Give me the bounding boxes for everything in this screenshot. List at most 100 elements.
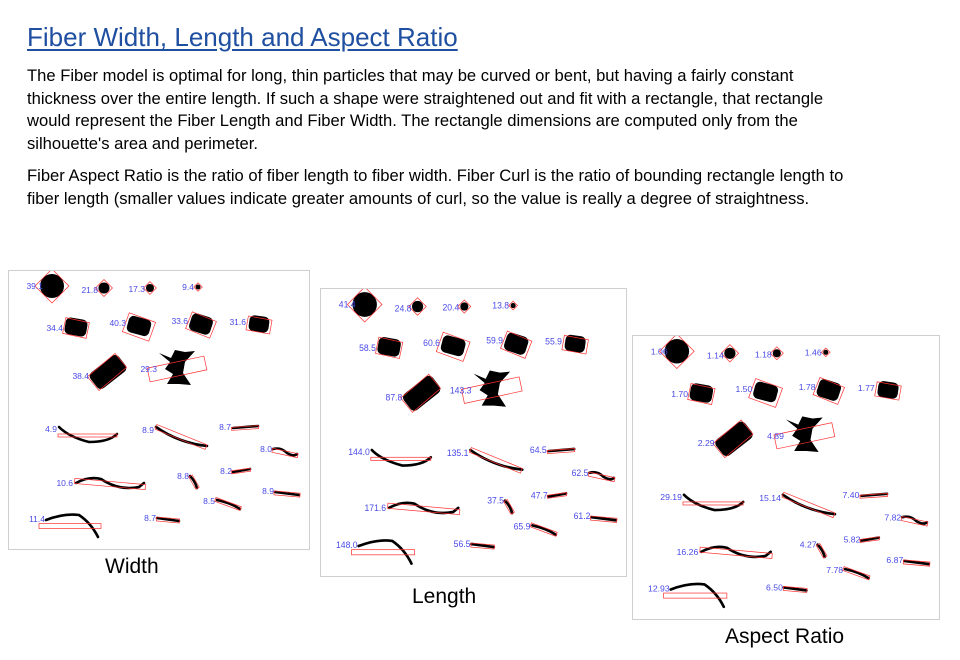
- measurement-label: 47.7: [531, 491, 548, 501]
- measurement-label: 21.8: [81, 285, 98, 295]
- bounding-rectangle: [214, 497, 242, 511]
- particle: 59.9: [486, 330, 533, 359]
- measurement-label: 64.5: [530, 445, 547, 455]
- measurement-label: 7.40: [843, 490, 860, 500]
- particle: 1.14: [707, 344, 740, 363]
- particle: 1.70: [671, 383, 716, 405]
- bounding-rectangle: [561, 335, 589, 355]
- measurement-label: 8.9: [142, 425, 154, 435]
- particle-silhouette: [98, 282, 110, 294]
- particle: 10.6: [56, 476, 146, 490]
- measurement-label: 4.27: [800, 540, 817, 550]
- bounding-rectangle: [663, 592, 728, 599]
- fiber-silhouette: [74, 476, 146, 490]
- measurement-label: 59.9: [486, 336, 503, 346]
- particle: 33.6: [171, 311, 217, 339]
- bounding-rectangle: [155, 516, 181, 524]
- bounding-rectangle: [781, 491, 836, 519]
- measurement-label: 60.6: [423, 338, 440, 348]
- particle-silhouette: [772, 349, 781, 358]
- measurement-label: 39.1: [26, 281, 43, 291]
- fiber-silhouette: [682, 493, 745, 512]
- bounding-rectangle: [146, 355, 208, 383]
- fiber-silhouette: [782, 586, 808, 592]
- measurement-label: 4.89: [767, 431, 784, 441]
- fiber-silhouette: [271, 447, 299, 457]
- measurement-label: 1.78: [799, 382, 816, 392]
- bounding-rectangle: [143, 281, 157, 295]
- particle: 1.06: [651, 336, 695, 370]
- measurement-label: 1.70: [671, 389, 688, 399]
- bounding-rectangle: [682, 501, 744, 506]
- measurement-label: 8.8: [177, 471, 189, 481]
- particle: 31.6: [229, 315, 273, 335]
- fiber-silhouette: [816, 543, 827, 559]
- measurement-label: 1.50: [735, 384, 752, 394]
- particle: 1.77: [858, 381, 902, 401]
- particle: 64.5: [530, 445, 576, 455]
- measurement-label: 29.19: [660, 492, 682, 502]
- measurement-label: 33.6: [171, 316, 188, 326]
- fiber-silhouette: [44, 513, 100, 539]
- measurement-label: 61.2: [574, 511, 591, 521]
- bounding-rectangle: [587, 471, 616, 483]
- particle: 148.0: [336, 539, 415, 565]
- particle-silhouette: [504, 332, 529, 355]
- particle-silhouette: [564, 334, 586, 353]
- measurement-label: 148.0: [336, 540, 358, 550]
- particle-silhouette: [189, 313, 213, 335]
- measurement-label: 24.8: [395, 304, 412, 314]
- particle-silhouette: [816, 379, 842, 401]
- fiber-silhouette: [470, 542, 496, 549]
- particle: 143.3: [450, 370, 523, 407]
- particle-silhouette: [411, 300, 424, 313]
- particle: 4.9: [45, 424, 119, 444]
- measurement-label: 1.77: [858, 383, 875, 393]
- particle: 8.9: [142, 424, 209, 450]
- bounding-rectangle: [659, 336, 695, 370]
- particle: 40.3: [109, 312, 157, 342]
- measurement-label: 171.6: [364, 503, 386, 513]
- particle: 8.9: [262, 486, 301, 498]
- fiber-silhouette: [469, 448, 524, 472]
- particle: 5.82: [844, 535, 881, 545]
- bounding-rectangle: [782, 586, 808, 593]
- particle: 6.87: [886, 555, 931, 567]
- bounding-rectangle: [508, 300, 518, 311]
- bounding-rectangle: [815, 543, 828, 559]
- particle: 21.8: [81, 279, 113, 297]
- bounding-rectangle: [842, 566, 871, 581]
- bounding-rectangle: [902, 559, 931, 567]
- particle-silhouette: [460, 302, 469, 311]
- measurement-label: 8.5: [203, 496, 215, 506]
- bounding-rectangle: [193, 282, 203, 292]
- particle: 1.46: [805, 347, 831, 357]
- measurement-label: 2.29: [698, 438, 715, 448]
- fiber-silhouette: [231, 424, 260, 430]
- bounding-rectangle: [62, 317, 90, 339]
- bounding-rectangle: [712, 419, 754, 459]
- fiber-silhouette: [154, 425, 209, 448]
- particle-silhouette: [689, 383, 714, 403]
- measurement-label: 8.7: [144, 513, 156, 523]
- bounding-rectangle: [859, 536, 880, 543]
- bounding-rectangle: [231, 425, 259, 431]
- measurement-label: 16.26: [677, 547, 699, 557]
- particle: 24.8: [395, 297, 427, 316]
- particle: 61.2: [574, 511, 618, 523]
- particle: 8.5: [203, 496, 242, 511]
- measurement-label: 10.6: [56, 478, 73, 488]
- bounding-rectangle: [435, 331, 471, 362]
- particle: 60.6: [423, 331, 471, 362]
- measurement-label: 8.2: [220, 466, 232, 476]
- bounding-rectangle: [812, 377, 846, 405]
- fiber-silhouette: [700, 545, 773, 559]
- measurement-label: 20.4: [442, 303, 459, 313]
- measurement-label: 135.1: [447, 448, 469, 458]
- fiber-silhouette: [588, 470, 616, 481]
- bounding-rectangle: [95, 279, 113, 297]
- measurement-label: 6.50: [766, 583, 783, 593]
- particle-silhouette: [248, 315, 270, 333]
- measurement-label: 38.4: [72, 371, 89, 381]
